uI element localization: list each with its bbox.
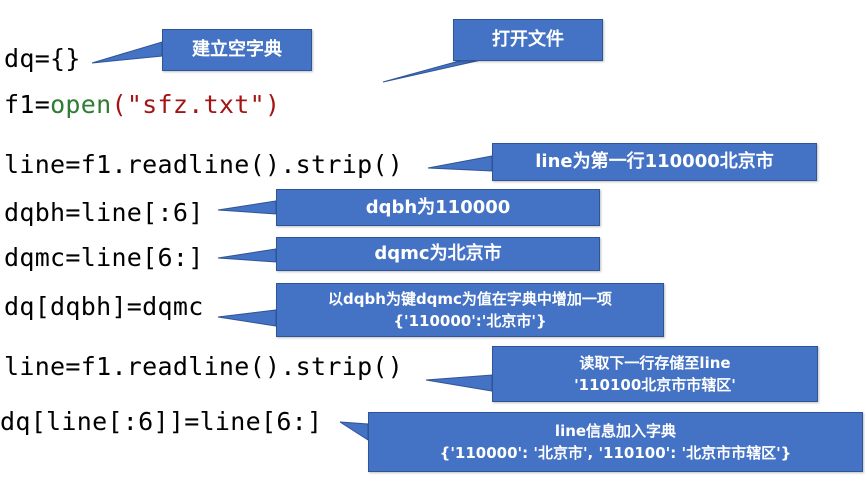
code-line-1: dq={} <box>4 44 81 73</box>
keyword-open: open <box>50 90 112 119</box>
pointer-c4 <box>217 200 277 215</box>
code-line-4: dqbh=line[:6] <box>4 198 204 227</box>
code-line-2-prefix: f1= <box>4 90 51 119</box>
code-line-3: line=f1.readline().strip() <box>4 150 404 179</box>
callout-add-to-dict: line信息加入字典 {'110000': '北京市', '110100': '… <box>368 412 863 472</box>
callout-open-file: 打开文件 <box>453 19 603 61</box>
pointer-c8 <box>339 421 369 441</box>
callout-first-line: line为第一行110000北京市 <box>492 143 817 181</box>
code-line-7: line=f1.readline().strip() <box>4 352 404 381</box>
callout-create-dict: 建立空字典 <box>162 29 312 71</box>
code-line-2: f1=open("sfz.txt") <box>4 90 280 120</box>
pointer-c6 <box>217 309 277 327</box>
callout-read-next: 读取下一行存储至line '110100北京市市辖区' <box>492 346 818 402</box>
pointer-c1 <box>91 41 163 64</box>
pointer-c5 <box>217 248 277 263</box>
callout-add-item: 以dqbh为键dqmc为值在字典中增加一项 {'110000':'北京市'} <box>276 283 664 337</box>
code-line-8: dq[line[:6]]=line[6:] <box>0 407 323 436</box>
code-line-6: dq[dqbh]=dqmc <box>4 292 204 321</box>
pointer-c7 <box>425 374 493 392</box>
code-line-5: dqmc=line[6:] <box>4 243 204 272</box>
string-filename: ("sfz.txt") <box>111 90 281 119</box>
pointer-c2 <box>382 57 491 83</box>
callout-dqbh: dqbh为110000 <box>276 189 600 226</box>
pointer-c3 <box>427 155 493 172</box>
callout-dqmc: dqmc为北京市 <box>276 237 600 271</box>
